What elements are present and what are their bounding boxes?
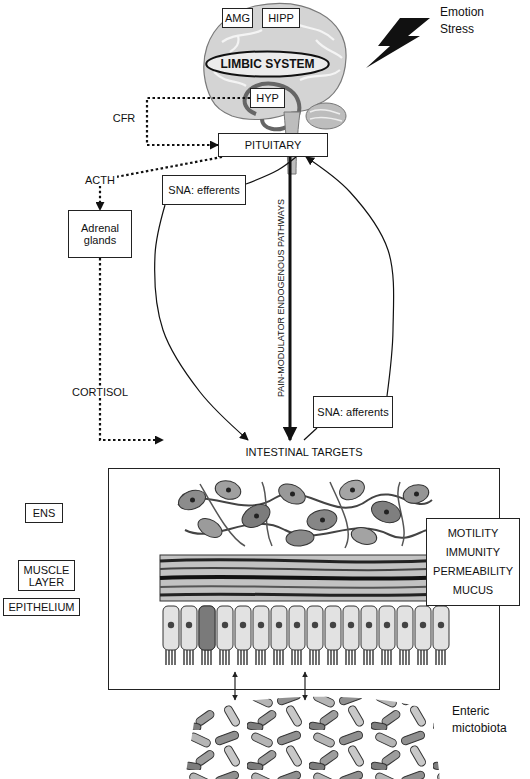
region-box: HYP xyxy=(250,88,285,108)
muscle-fiber xyxy=(160,568,445,570)
microbiota-label: Enteric mictobiota xyxy=(452,703,507,737)
muscle-fiber xyxy=(160,560,445,562)
goblet-cell xyxy=(199,606,215,650)
function-box: MOTILITY IMMUNITY PERMEABILITY MUCUS xyxy=(426,518,520,606)
gland-box: PITUITARY xyxy=(218,133,328,157)
layer-box: EPITHELIUM xyxy=(3,598,80,616)
node-text: HYP xyxy=(256,92,279,104)
pathway-box: SNA: afferents xyxy=(313,396,393,428)
node-text: AMG xyxy=(225,12,250,24)
node-text: EPITHELIUM xyxy=(8,601,74,613)
node-text: LIMBIC SYSTEM xyxy=(220,57,314,71)
node-text: INTESTINAL TARGETS xyxy=(245,446,362,458)
region-box: HIPP xyxy=(262,8,300,28)
muscle-band xyxy=(160,555,445,601)
signal-connector xyxy=(304,428,317,440)
cerebellum xyxy=(306,103,346,129)
layer-box: ENS xyxy=(25,503,63,523)
connector-label: CORTISOL xyxy=(70,386,130,398)
stimulus-label: Emotion Stress xyxy=(440,4,484,38)
node-text: MOTILITY IMMUNITY PERMEABILITY MUCUS xyxy=(433,524,513,600)
node-text: PITUITARY xyxy=(245,139,301,151)
signal-connector xyxy=(306,157,394,396)
connector-label: PAIN-MODULATOR ENDOGENOUS PATHWAYS xyxy=(276,199,286,397)
brain-outline xyxy=(204,4,346,120)
epithelium-layer xyxy=(162,605,450,667)
cerebellum-folds xyxy=(310,110,342,121)
signal-connector xyxy=(155,205,248,440)
signal-connector xyxy=(100,258,163,440)
lightning-bolt xyxy=(366,18,430,68)
microbiota-cluster xyxy=(185,697,440,779)
exchange-arrow xyxy=(234,672,235,700)
node-text: ENS xyxy=(33,507,56,519)
muscle-fiber xyxy=(160,577,445,579)
node-text: SNA: afferents xyxy=(317,406,388,418)
layer-box: MUSCLE LAYER xyxy=(18,560,75,591)
enteric-neuron xyxy=(349,525,378,547)
pathway-box: SNA: efferents xyxy=(162,175,246,205)
enteric-neuron xyxy=(285,529,314,547)
connector-label: CFR xyxy=(111,112,138,124)
connector-label: ACTH xyxy=(83,174,117,186)
region-box: AMG xyxy=(222,8,253,28)
muscle-fiber xyxy=(160,586,445,588)
system-ellipse: LIMBIC SYSTEM xyxy=(205,50,330,78)
ellipse-shape xyxy=(206,51,329,76)
neuron-nuclei xyxy=(190,488,419,523)
muscle-fiber xyxy=(160,594,445,595)
node-text: SNA: efferents xyxy=(168,184,239,196)
node-text: Adrenal glands xyxy=(81,222,119,246)
node-text: HIPP xyxy=(268,12,294,24)
node-text: MUSCLE LAYER xyxy=(24,564,70,588)
signal-connector xyxy=(289,157,292,440)
gland-box: Adrenal glands xyxy=(68,210,132,258)
enteric-neuron xyxy=(195,515,226,542)
exchange-arrow xyxy=(304,672,305,700)
